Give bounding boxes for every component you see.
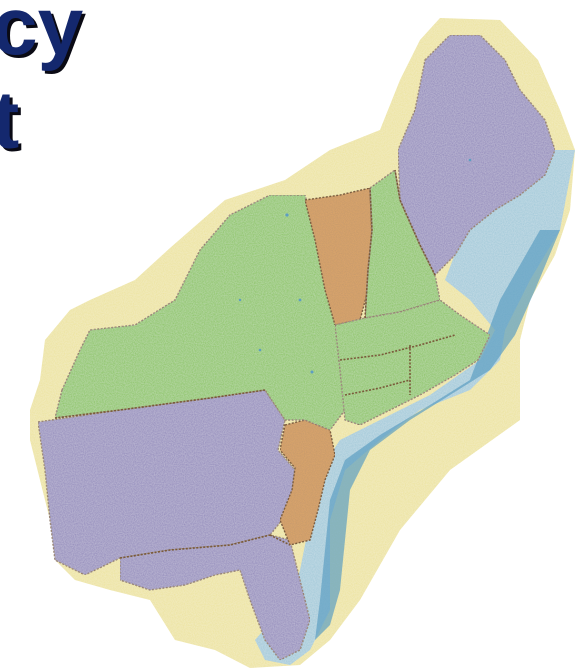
- region-vermont: [304, 187, 373, 326]
- slide-title-line-1: cy: [0, 0, 84, 72]
- region-maine: [397, 34, 556, 277]
- region-massachusetts: [334, 299, 491, 426]
- map-deep-water: [315, 230, 560, 640]
- state-borders: [54, 169, 456, 559]
- slide-title-line-2: t: [0, 75, 20, 166]
- region-new-jersey: [279, 419, 336, 546]
- map-coastal-water: [255, 150, 575, 665]
- lake-dots: [238, 158, 472, 374]
